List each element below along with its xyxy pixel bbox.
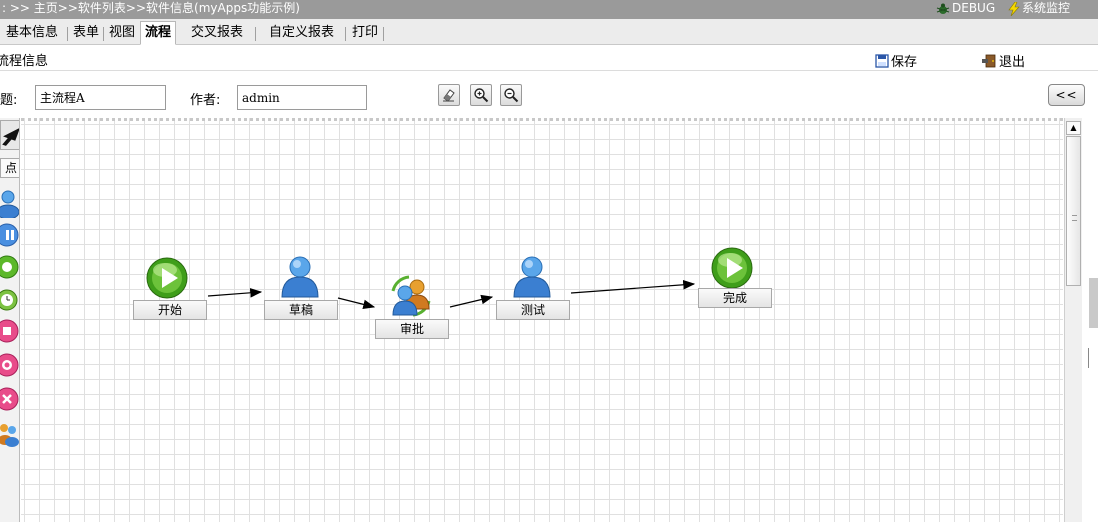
top-bar: : >> 主页>>软件列表>>软件信息(myApps功能示例) DEBUG 系统…: [0, 0, 1098, 19]
tab-print[interactable]: 打印: [352, 25, 379, 40]
collapse-panel-button[interactable]: <<: [1048, 84, 1085, 106]
user-group-icon: [0, 424, 19, 447]
breadcrumb-current: 软件信息(myApps功能示例): [146, 1, 300, 15]
select-tool[interactable]: [0, 120, 19, 150]
breadcrumb-separator: >>: [57, 1, 78, 15]
user-icon: [281, 256, 319, 298]
flow-node-start[interactable]: 开始: [133, 254, 209, 324]
breadcrumb-prefix: : >>: [2, 1, 34, 15]
palette-node-tab[interactable]: 点: [0, 158, 19, 178]
zoom-in-button[interactable]: [470, 84, 492, 106]
lightning-icon: [1008, 1, 1020, 16]
palette-user-node[interactable]: [0, 188, 19, 221]
save-button[interactable]: 保存: [875, 51, 917, 70]
breadcrumb-software-list-link[interactable]: 软件列表: [77, 1, 126, 15]
exit-label: 退出: [999, 55, 1026, 70]
edge-draft-to-approve[interactable]: [337, 297, 376, 310]
user-icon: [0, 190, 19, 220]
flow-node-label: 审批: [375, 319, 449, 339]
palette-stop-node[interactable]: [0, 316, 19, 349]
save-icon: [875, 53, 889, 68]
green-circle-icon: [0, 255, 19, 279]
user-group-cycle-icon: [391, 275, 431, 317]
flow-node-approve[interactable]: 审批: [375, 273, 451, 343]
flow-node-complete[interactable]: 完成: [698, 244, 774, 314]
page-scroll-grip: [1088, 348, 1089, 368]
system-monitor-button[interactable]: 系统监控: [1008, 0, 1070, 17]
tab-divider: [255, 27, 256, 41]
tab-basic-info[interactable]: 基本信息: [6, 25, 59, 40]
eraser-icon: [443, 89, 455, 102]
debug-button[interactable]: DEBUG: [936, 0, 995, 17]
eraser-button[interactable]: [438, 84, 460, 106]
tab-divider: [345, 27, 346, 41]
scroll-grip: [1072, 215, 1077, 221]
tab-workflow[interactable]: 流程: [140, 21, 177, 45]
exit-button[interactable]: 退出: [981, 51, 1025, 70]
canvas-scrollbar[interactable]: ▲: [1064, 118, 1082, 522]
close-icon: [0, 387, 19, 411]
stop-icon: [0, 319, 19, 343]
tab-divider: [67, 27, 68, 41]
tab-bar: 基本信息 表单 视图 流程 交叉报表 自定义报表 打印: [0, 19, 1098, 45]
save-label: 保存: [891, 55, 918, 70]
section-title: 流程信息: [0, 54, 49, 69]
scroll-thumb[interactable]: [1066, 136, 1081, 286]
breadcrumb-home-link[interactable]: 主页: [33, 1, 58, 15]
page-scroll-thumb[interactable]: [1089, 278, 1098, 328]
exit-door-icon: [982, 54, 996, 67]
workflow-canvas[interactable]: 开始 草稿 审批 测试: [21, 118, 1063, 522]
flow-node-label: 测试: [496, 300, 570, 320]
zoom-out-icon: [504, 88, 519, 103]
tab-divider: [383, 27, 384, 41]
page-scrollbar[interactable]: [1086, 118, 1098, 522]
zoom-in-icon: [474, 88, 489, 103]
bug-icon: [936, 3, 950, 14]
pause-icon: [0, 223, 19, 247]
flow-node-label: 草稿: [264, 300, 338, 320]
debug-label: DEBUG: [952, 1, 996, 15]
flow-node-label: 完成: [698, 288, 772, 308]
title-input[interactable]: [35, 85, 166, 110]
palette-suspend-node[interactable]: [0, 220, 19, 253]
arrow-pointer-icon: [2, 127, 19, 146]
tab-form[interactable]: 表单: [73, 25, 100, 40]
breadcrumb-separator: >>: [125, 1, 147, 15]
workflow-form: 题: 作者: <<: [0, 72, 1098, 118]
title-label: 题:: [0, 93, 18, 108]
edge-test-to-complete[interactable]: [570, 280, 696, 294]
user-icon: [513, 256, 551, 298]
clock-icon: [0, 289, 18, 311]
scroll-up-button[interactable]: ▲: [1066, 121, 1081, 135]
section-header: 流程信息 保存 退出: [0, 45, 1098, 71]
zoom-out-button[interactable]: [500, 84, 522, 106]
flow-node-draft[interactable]: 草稿: [264, 253, 340, 323]
flow-node-test[interactable]: 测试: [496, 253, 572, 323]
palette-subflow-node[interactable]: [0, 350, 19, 383]
system-monitor-label: 系统监控: [1022, 1, 1071, 15]
palette-auto-node[interactable]: [0, 252, 19, 285]
edge-approve-to-test[interactable]: [449, 294, 494, 308]
palette-terminate-node[interactable]: [0, 384, 19, 417]
breadcrumb: : >> 主页>>软件列表>>软件信息(myApps功能示例): [2, 0, 300, 17]
target-icon: [0, 353, 19, 377]
tab-cross-report[interactable]: 交叉报表: [191, 25, 244, 40]
start-play-icon: [146, 257, 188, 299]
edge-start-to-draft[interactable]: [207, 288, 263, 298]
end-play-icon: [711, 247, 753, 289]
flow-node-label: 开始: [133, 300, 207, 320]
tab-custom-report[interactable]: 自定义报表: [269, 25, 335, 40]
author-input[interactable]: [237, 85, 367, 110]
tab-divider: [103, 27, 104, 41]
tab-view[interactable]: 视图: [109, 25, 136, 40]
node-palette: 点: [0, 118, 20, 522]
palette-timer-node[interactable]: [0, 284, 19, 317]
palette-group-node[interactable]: [0, 418, 19, 451]
author-label: 作者:: [190, 93, 221, 108]
